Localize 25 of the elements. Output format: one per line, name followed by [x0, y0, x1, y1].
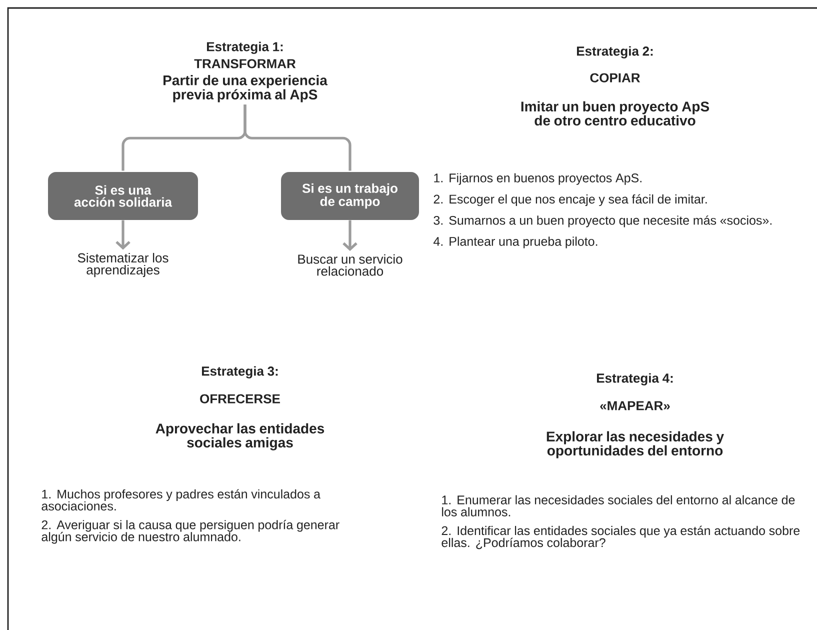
heading-text: Estrategia 1: TRANSFORMAR Partir de una experiencia previa próxima al ApS: [164, 42, 328, 102]
list-item: 2. Averiguar si la causa que persiguen podría generar algún servicio de nuestro alumnado.: [42, 520, 340, 544]
result-text: Buscar un servicio relacionado: [298, 254, 402, 276]
list-item: 2. Identificar las entidades sociales que ya están actuando sobre ellas. ¿Podríamos colaborar?: [442, 526, 800, 550]
subheading-text: Imitar un buen proyecto ApS de otro centro educativo: [521, 101, 710, 126]
heading-text: COPIAR: [590, 73, 640, 82]
heading-text: Estrategia 3:: [202, 366, 278, 378]
connector: [342, 220, 358, 252]
heading-text: Estrategia 2:: [577, 46, 653, 58]
list-item: 1. Enumerar las necesidades sociales del entorno al alcance de los alumnos.: [442, 495, 795, 516]
subheading-text: Explorar las necesidades y oportunidades del entorno: [546, 431, 724, 458]
process-box: Si es un trabajo de campo: [281, 172, 419, 220]
heading-text: «MAPEAR»: [600, 401, 670, 410]
list-item: 3. Sumarnos a un buen proyecto que necesite más «socios».: [434, 215, 772, 228]
heading-text: Estrategia 4:: [597, 373, 673, 386]
heading-text: OFRECERSE: [200, 394, 280, 404]
connector: [116, 220, 130, 250]
subheading-text: Aprovechar las entidades sociales amigas: [156, 423, 324, 450]
list-item: 2. Escoger el que nos encaje y sea fácil de imitar.: [434, 194, 707, 206]
result-text: Sistematizar los aprendizajes: [78, 252, 168, 278]
list-item: 4. Plantear una prueba piloto.: [433, 236, 598, 248]
list-item: 1. Fijarnos en buenos proyectos ApS.: [434, 173, 642, 185]
connector: [244, 104, 352, 171]
process-box: Si es una acción solidaria: [48, 172, 198, 220]
list-item: 1. Muchos profesores y padres están vinculados a asociaciones.: [42, 489, 320, 511]
